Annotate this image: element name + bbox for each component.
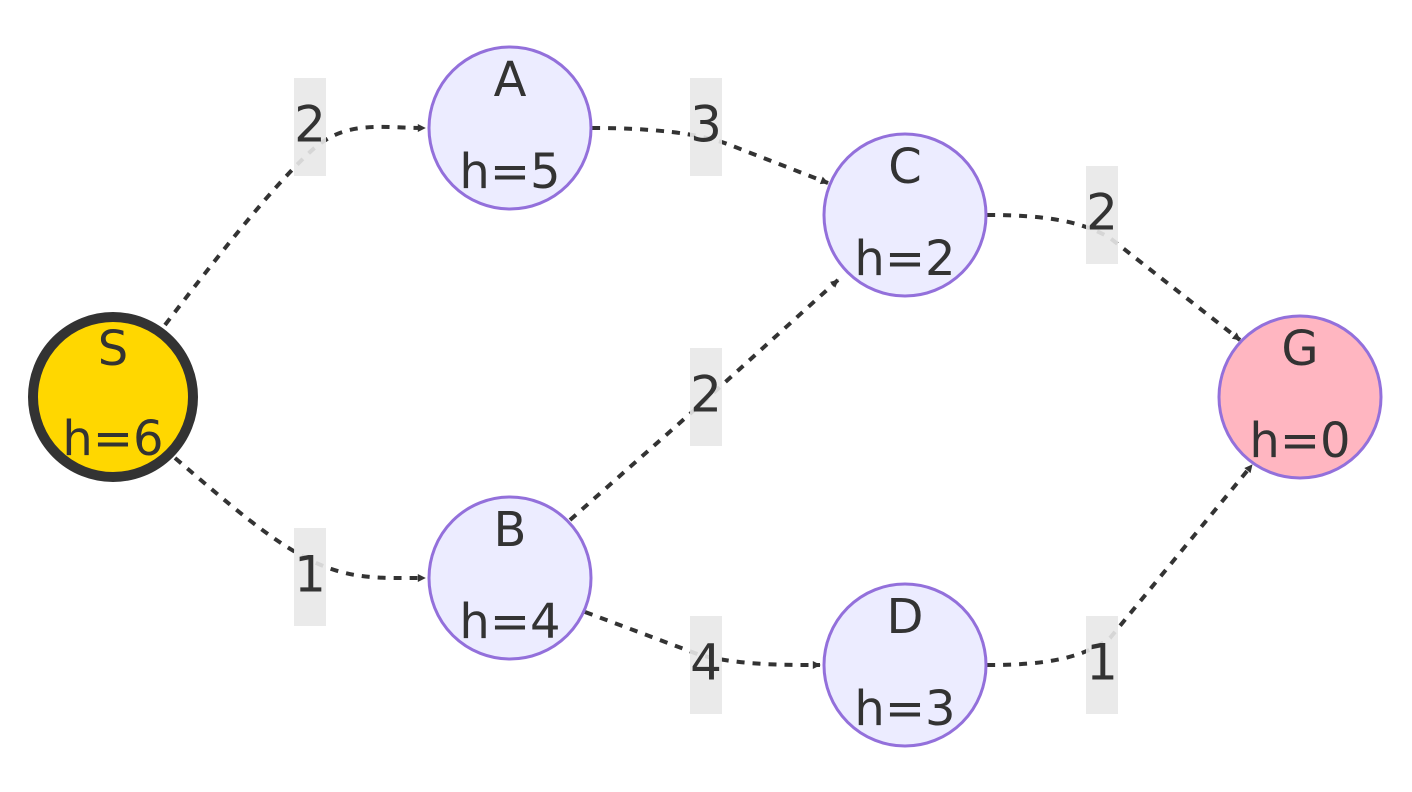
edge-weight: 2 (690, 366, 722, 424)
edge-label-s-b: 1 (294, 528, 326, 626)
edge-label-b-c: 2 (690, 348, 722, 446)
node-heuristic: h=3 (854, 681, 955, 737)
node-label: B (494, 502, 527, 558)
edge-weight: 2 (294, 96, 326, 154)
edge-weight: 2 (1086, 184, 1118, 242)
edge-label-d-g: 1 (1086, 616, 1118, 714)
edge-weight: 1 (294, 546, 326, 604)
node-b[interactable]: B h=4 (427, 495, 593, 661)
node-label: G (1281, 321, 1318, 377)
node-g[interactable]: G h=0 (1217, 314, 1383, 480)
edge-label-s-a: 2 (294, 78, 326, 176)
node-heuristic: h=2 (854, 231, 955, 287)
node-label: A (494, 52, 527, 108)
node-d[interactable]: D h=3 (822, 582, 988, 748)
node-heuristic: h=4 (459, 594, 560, 650)
edge-weight: 3 (690, 96, 722, 154)
node-s[interactable]: S h=6 (28, 312, 198, 482)
node-c[interactable]: C h=2 (822, 132, 988, 298)
edge-d-g (986, 463, 1254, 667)
edge-a-c (591, 126, 829, 185)
edge-b-d (584, 610, 821, 669)
node-label: S (98, 321, 128, 377)
edge-weight: 4 (690, 634, 722, 692)
node-label: C (888, 139, 922, 195)
node-heuristic: h=0 (1249, 413, 1350, 469)
edge-label-a-c: 3 (690, 78, 722, 176)
node-heuristic: h=5 (459, 144, 560, 200)
node-heuristic: h=6 (62, 411, 163, 467)
edge-label-c-g: 2 (1086, 166, 1118, 264)
node-label: D (887, 589, 924, 645)
edge-c-g (986, 213, 1242, 342)
node-a[interactable]: A h=5 (427, 45, 593, 211)
edge-label-b-d: 4 (690, 616, 722, 714)
edge-weight: 1 (1086, 634, 1118, 692)
